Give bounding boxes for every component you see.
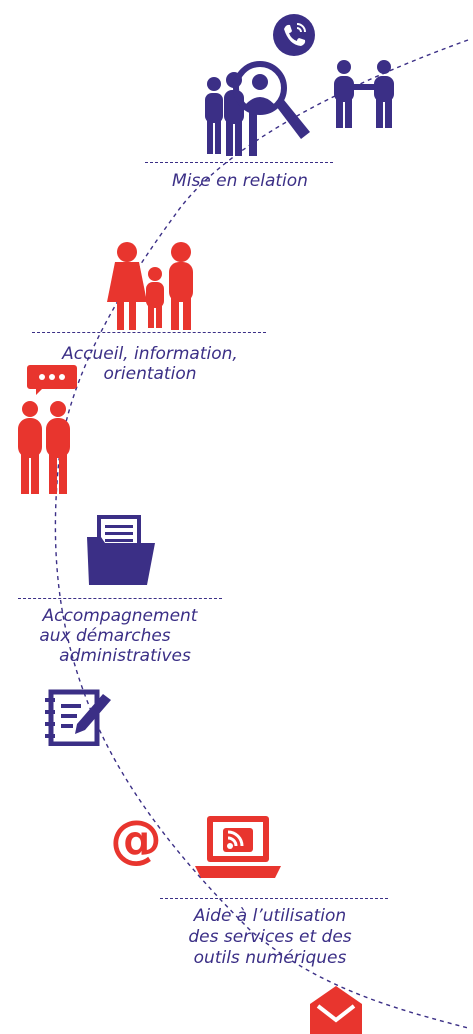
- divider-4: [160, 898, 388, 899]
- label-accueil-line2: orientation: [103, 364, 197, 384]
- family-icon: [107, 242, 193, 330]
- label-aide-line3: outils numériques: [193, 948, 347, 968]
- divider-3: [18, 598, 222, 599]
- folder-icon: [87, 515, 155, 585]
- at-sign-icon: @: [110, 810, 162, 870]
- divider-1: [145, 162, 333, 163]
- phone-icon: [273, 14, 315, 56]
- label-accueil-line1: Accueil, information,: [62, 344, 238, 364]
- group-magnifier-icon: [205, 61, 310, 156]
- laptop-rss-icon: [195, 816, 281, 878]
- form-pen-icon: [45, 689, 111, 746]
- label-accompagnement-line3: administratives: [59, 646, 191, 666]
- label-aide-line1: Aide à l’utilisation: [193, 906, 347, 926]
- label-accompagnement-line1: Accompagnement: [42, 606, 198, 626]
- couple-icon: [18, 401, 70, 494]
- speech-bubble-icon: [27, 365, 77, 395]
- envelope-icon: [310, 986, 362, 1034]
- label-accompagnement-line2: aux démarches: [39, 626, 171, 646]
- label-aide-line2: des services et des: [188, 927, 352, 947]
- label-mise-en-relation: Mise en relation: [172, 171, 308, 191]
- handshake-icon: [334, 60, 394, 128]
- divider-2: [32, 332, 266, 333]
